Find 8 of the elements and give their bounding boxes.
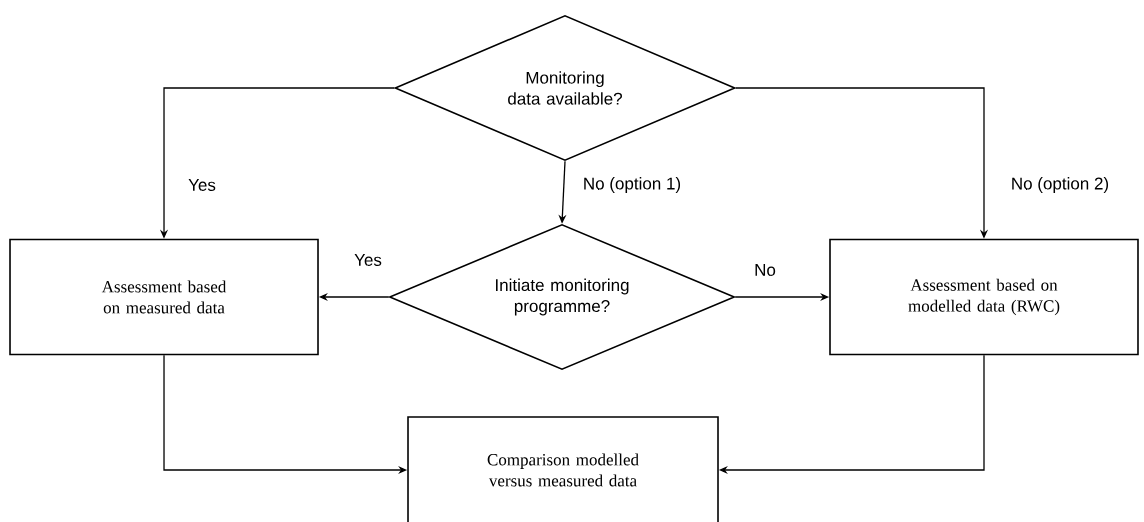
edge-label: No (753, 263, 777, 277)
edge-label: No (option 1) (581, 176, 683, 194)
edge-label: No (option 2) (1009, 176, 1111, 194)
process-box: Assessment based on modelled data (RWC) (829, 238, 1139, 356)
edge-label: Yes (353, 253, 383, 267)
process-box: Comparison modelled versus measured data (407, 416, 719, 522)
process-box: Assessment based on measured data (9, 238, 319, 356)
edge-label: Yes (187, 178, 217, 192)
